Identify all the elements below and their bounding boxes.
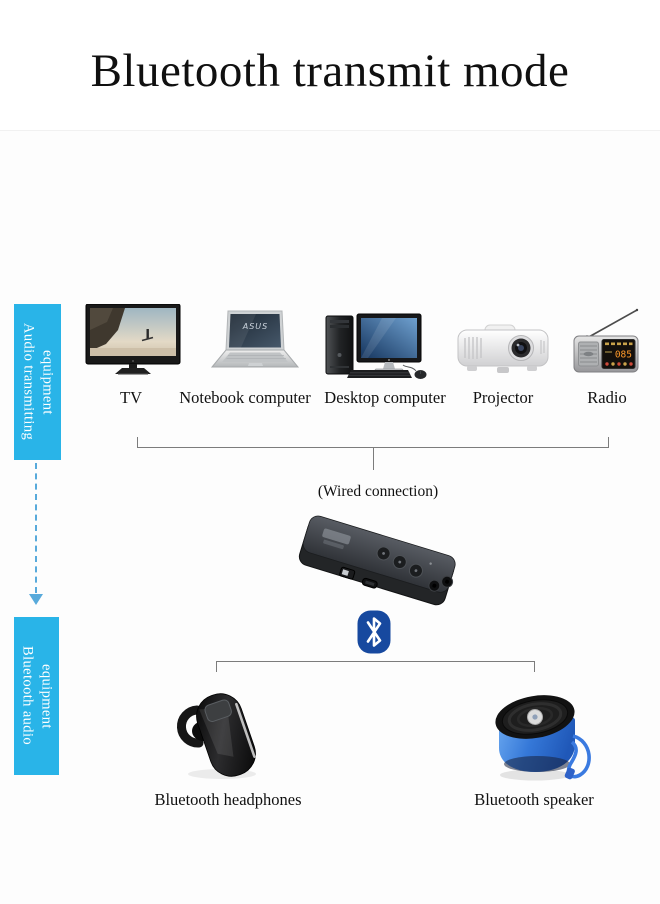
headphones-image bbox=[164, 680, 294, 782]
notebook-screen-brand: ASUS bbox=[242, 322, 268, 331]
projector-image bbox=[457, 324, 549, 376]
desktop-label: Desktop computer bbox=[324, 388, 446, 407]
content-background bbox=[0, 131, 660, 904]
bluetooth-icon bbox=[357, 610, 391, 654]
tv-label: TV bbox=[120, 388, 142, 407]
radio-image: 085 bbox=[573, 306, 643, 374]
sink-bracket bbox=[216, 661, 535, 672]
source-equipment-label: Audio transmitting equipment bbox=[14, 304, 61, 460]
transmitter-image bbox=[294, 506, 462, 610]
desktop-image bbox=[324, 308, 428, 380]
headphones-label: Bluetooth headphones bbox=[154, 790, 302, 809]
projector-label: Projector bbox=[472, 388, 534, 407]
wired-connection-label: (Wired connection) bbox=[317, 483, 439, 500]
source-equipment-label-text: Audio transmitting equipment bbox=[20, 323, 56, 441]
radio-label: Radio bbox=[587, 388, 627, 407]
page-title: Bluetooth transmit mode bbox=[90, 45, 570, 97]
tv-image bbox=[85, 304, 181, 380]
speaker-image bbox=[483, 684, 595, 784]
speaker-label: Bluetooth speaker bbox=[474, 790, 594, 809]
notebook-label: Notebook computer bbox=[179, 388, 311, 407]
flow-arrow-line bbox=[35, 463, 37, 593]
radio-display-text: 085 bbox=[615, 350, 632, 361]
source-bracket-stem bbox=[373, 447, 374, 470]
sink-equipment-label: Bluetooth audio equipment bbox=[14, 617, 59, 775]
notebook-image: ASUS bbox=[209, 310, 301, 376]
flow-arrow-head-icon bbox=[29, 594, 43, 605]
sink-equipment-label-text: Bluetooth audio equipment bbox=[19, 646, 55, 746]
section-divider bbox=[0, 130, 660, 131]
